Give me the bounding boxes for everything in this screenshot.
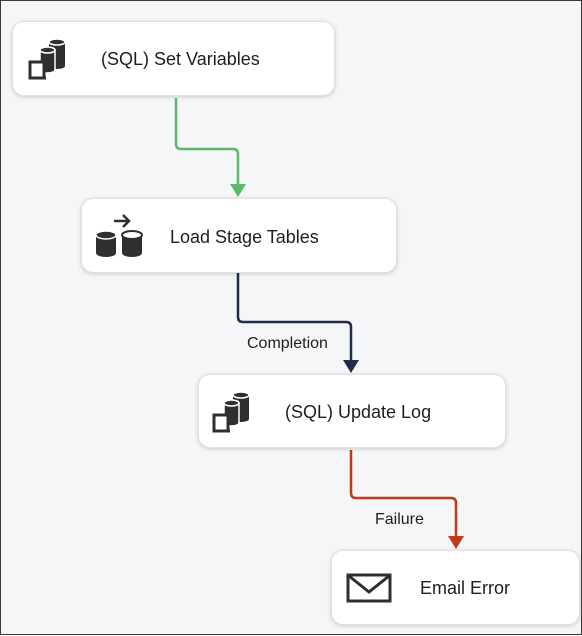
task-label: (SQL) Update Log bbox=[285, 402, 432, 422]
failure-label: Failure bbox=[375, 511, 424, 528]
completion-arrowhead bbox=[343, 360, 359, 373]
failure-constraint-line[interactable] bbox=[349, 450, 458, 537]
success-constraint-connector[interactable] bbox=[174, 98, 246, 197]
task-update-log[interactable]: (SQL) Update Log bbox=[198, 374, 506, 448]
completion-label: Completion bbox=[247, 335, 328, 352]
success-arrowhead bbox=[230, 184, 246, 197]
sql-task-icon bbox=[27, 36, 73, 87]
completion-constraint-line[interactable] bbox=[236, 273, 353, 361]
completion-constraint-connector[interactable] bbox=[236, 273, 359, 373]
data-flow-icon bbox=[94, 211, 146, 264]
task-label: (SQL) Set Variables bbox=[101, 49, 260, 69]
task-label: Email Error bbox=[420, 578, 511, 598]
sql-task-icon bbox=[211, 389, 257, 440]
envelope-icon bbox=[346, 573, 392, 608]
task-email-error[interactable]: Email Error bbox=[331, 550, 580, 625]
task-set-variables[interactable]: (SQL) Set Variables bbox=[12, 21, 335, 96]
task-label: Load Stage Tables bbox=[170, 227, 319, 247]
failure-arrowhead bbox=[448, 536, 464, 549]
task-load-stage-tables[interactable]: Load Stage Tables bbox=[81, 198, 397, 273]
success-constraint-line[interactable] bbox=[174, 98, 240, 185]
failure-constraint-connector[interactable] bbox=[349, 450, 464, 549]
